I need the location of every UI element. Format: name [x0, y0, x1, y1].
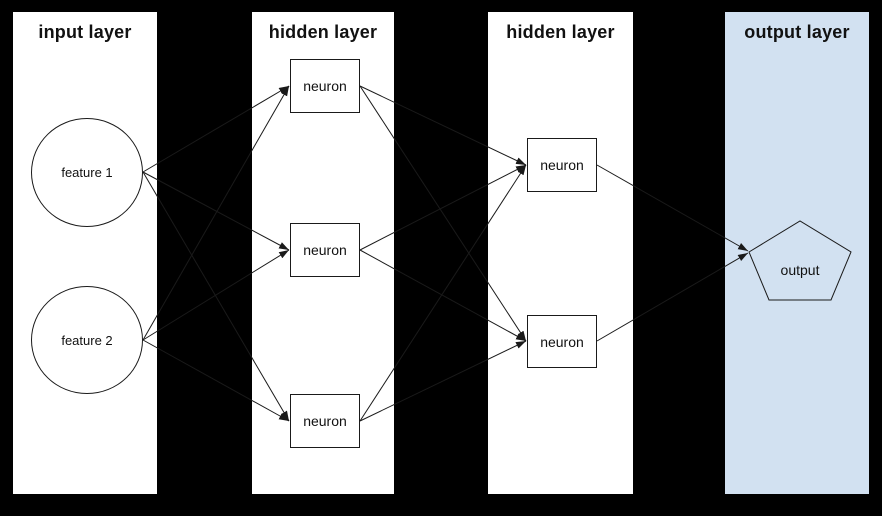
node-hidden2-neuron-2-label: neuron — [540, 333, 584, 350]
node-hidden1-neuron-2-label: neuron — [303, 242, 347, 258]
node-hidden2-neuron-1-label: neuron — [540, 157, 584, 173]
node-hidden1-neuron-3-label: neuron — [303, 413, 347, 429]
node-feature-2: feature 2 — [31, 286, 143, 394]
output-layer-title: output layer — [744, 22, 850, 42]
node-hidden1-neuron-2: neuron — [290, 223, 360, 277]
node-hidden1-neuron-1: neuron — [290, 59, 360, 113]
node-feature-2-label: feature 2 — [61, 332, 113, 348]
panel-output-layer: output layer — [725, 12, 869, 494]
node-feature-1: feature 1 — [31, 118, 143, 227]
node-hidden2-neuron-1: neuron — [527, 138, 597, 192]
node-hidden1-neuron-1-label: neuron — [303, 78, 347, 94]
panel-input-layer: input layer — [13, 12, 157, 494]
node-hidden2-neuron-2: neuron — [527, 315, 597, 368]
hidden-layer-1-title: hidden layer — [268, 22, 378, 42]
panel-hidden-layer-2: hidden layer — [488, 12, 633, 494]
input-layer-title: input layer — [38, 22, 132, 42]
node-output-label: output — [780, 262, 820, 278]
hidden-layer-2-title: hidden layer — [506, 22, 615, 42]
node-feature-1-label: feature 1 — [61, 165, 113, 180]
node-hidden1-neuron-3: neuron — [290, 394, 360, 448]
